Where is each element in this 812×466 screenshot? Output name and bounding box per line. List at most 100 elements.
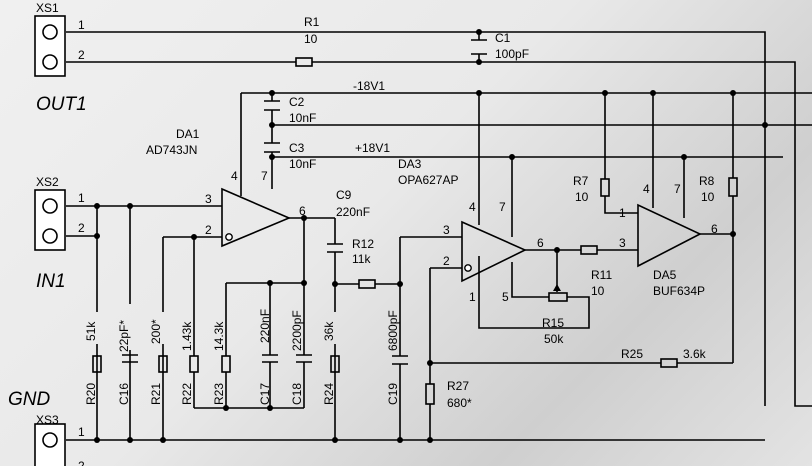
pin-number: 7 (261, 169, 268, 183)
pin-label: 1 (78, 191, 85, 205)
opamp-part: BUF634P (653, 284, 705, 298)
resistor-r27[interactable]: R27 680* (425, 379, 472, 410)
capacitor-c18[interactable]: 2200pF C18 (290, 310, 312, 405)
connector-xs1[interactable]: XS1 1 2 OUT1 (34, 1, 87, 115)
component-ref: C19 (386, 383, 400, 405)
resistor-r8[interactable]: R8 10 (699, 174, 738, 204)
pin-number: 1 (469, 290, 476, 304)
component-value: 36k (322, 321, 336, 341)
capacitor-c16[interactable]: 22pF* C16 (117, 320, 138, 405)
component-ref: R12 (352, 237, 374, 251)
pin-number: 3 (619, 236, 626, 250)
component-value: 3.6k (683, 347, 707, 361)
component-ref: R1 (304, 15, 320, 29)
pin-number: 3 (443, 223, 450, 237)
pin-label: 2 (78, 48, 85, 62)
opamp-ref: DA5 (653, 268, 677, 282)
component-value: 14.3k (212, 321, 226, 351)
component-value: 680* (447, 396, 472, 410)
pin-number: 2 (443, 254, 450, 268)
connector-name: GND (8, 389, 51, 410)
rail-label-pos: +18V1 (355, 141, 390, 155)
component-value: 51k (84, 321, 98, 341)
component-ref: R8 (699, 174, 715, 188)
connector-name: OUT1 (36, 94, 87, 115)
component-ref: R22 (180, 383, 194, 405)
component-value: 200* (149, 319, 163, 344)
connector-ref: XS1 (36, 1, 59, 15)
component-value: 10 (701, 190, 715, 204)
potentiometer-r15[interactable]: R15 50k (542, 284, 568, 346)
component-value: 10nF (289, 157, 316, 171)
component-ref: R24 (322, 383, 336, 405)
resistor-r11[interactable]: R11 10 (580, 245, 612, 298)
component-value: 220nF (258, 309, 272, 343)
capacitor-c17[interactable]: 220nF C17 (258, 309, 278, 405)
pin-number: 2 (205, 223, 212, 237)
component-ref: R21 (149, 383, 163, 405)
resistor-r23[interactable]: 14.3k R23 (212, 321, 231, 405)
capacitor-c3[interactable]: C3 10nF (264, 141, 316, 171)
component-ref: R20 (84, 383, 98, 405)
component-value: 22pF* (117, 320, 131, 352)
component-ref: R25 (621, 347, 643, 361)
pin-number: 3 (205, 192, 212, 206)
resistor-r24[interactable]: 36k R24 (322, 321, 340, 405)
component-ref: C16 (117, 383, 131, 405)
component-ref: R11 (591, 268, 612, 282)
capacitor-c19[interactable]: 6800pF C19 (386, 310, 408, 405)
pin-number: 6 (537, 236, 544, 250)
pin-label: 2 (78, 459, 85, 466)
component-value: 1.43k (180, 321, 194, 351)
resistor-r12[interactable]: R12 11k (352, 237, 376, 289)
resistor-r25[interactable]: R25 3.6k (621, 347, 707, 368)
resistor-r22[interactable]: 1.43k R22 (180, 321, 199, 405)
opamp-da3[interactable]: DA3 OPA627AP 3 2 4 7 1 5 6 (398, 157, 544, 304)
pin-number: 4 (643, 182, 650, 196)
component-ref: R7 (573, 174, 589, 188)
resistor-r20[interactable]: 51k R20 (84, 321, 102, 405)
connector-xs2[interactable]: XS2 1 2 IN1 (34, 175, 85, 292)
pin-label: 2 (78, 221, 85, 235)
opamp-ref: DA3 (398, 157, 422, 171)
resistor-r7[interactable]: R7 10 (573, 174, 610, 204)
capacitor-c9[interactable]: C9 220nF (327, 188, 370, 253)
opamp-da1[interactable]: DA1 AD743JN 3 2 4 7 6 (146, 127, 306, 248)
capacitor-c2[interactable]: C2 10nF (264, 95, 316, 125)
pin-label: 1 (78, 425, 85, 439)
component-value: 220nF (336, 205, 370, 219)
pin-number: 4 (231, 169, 238, 183)
pin-number: 4 (469, 200, 476, 214)
component-value: 11k (352, 252, 371, 266)
connector-xs3[interactable]: XS3 1 2 GND (8, 389, 85, 466)
component-ref: R23 (212, 383, 226, 405)
capacitor-c1[interactable]: C1 100pF (471, 31, 529, 61)
pin-number: 6 (711, 222, 718, 236)
opamp-da5[interactable]: DA5 BUF634P 1 3 4 7 6 (619, 182, 718, 298)
opamp-part: AD743JN (146, 143, 197, 157)
component-value: 10 (575, 190, 589, 204)
component-ref: C1 (495, 31, 511, 45)
component-ref: R15 (542, 316, 564, 330)
resistor-r1[interactable]: R1 10 (295, 15, 320, 67)
component-ref: C18 (290, 383, 304, 405)
pin-number: 7 (499, 200, 506, 214)
junctions (94, 29, 768, 443)
component-ref: C17 (258, 383, 272, 405)
rail-label-neg: -18V1 (353, 79, 385, 93)
resistor-r21[interactable]: 200* R21 (149, 319, 168, 405)
wires (66, 31, 812, 441)
pin-number: 1 (619, 206, 626, 220)
pin-label: 1 (78, 18, 85, 32)
opamp-ref: DA1 (176, 127, 200, 141)
connector-name: IN1 (36, 271, 66, 292)
wiper-arrow-icon (553, 284, 561, 291)
component-value: 10 (304, 32, 318, 46)
component-value: 50k (544, 332, 564, 346)
connector-ref: XS3 (36, 413, 59, 427)
pin-number: 6 (299, 204, 306, 218)
pin-number: 7 (674, 182, 681, 196)
component-ref: C9 (336, 188, 352, 202)
